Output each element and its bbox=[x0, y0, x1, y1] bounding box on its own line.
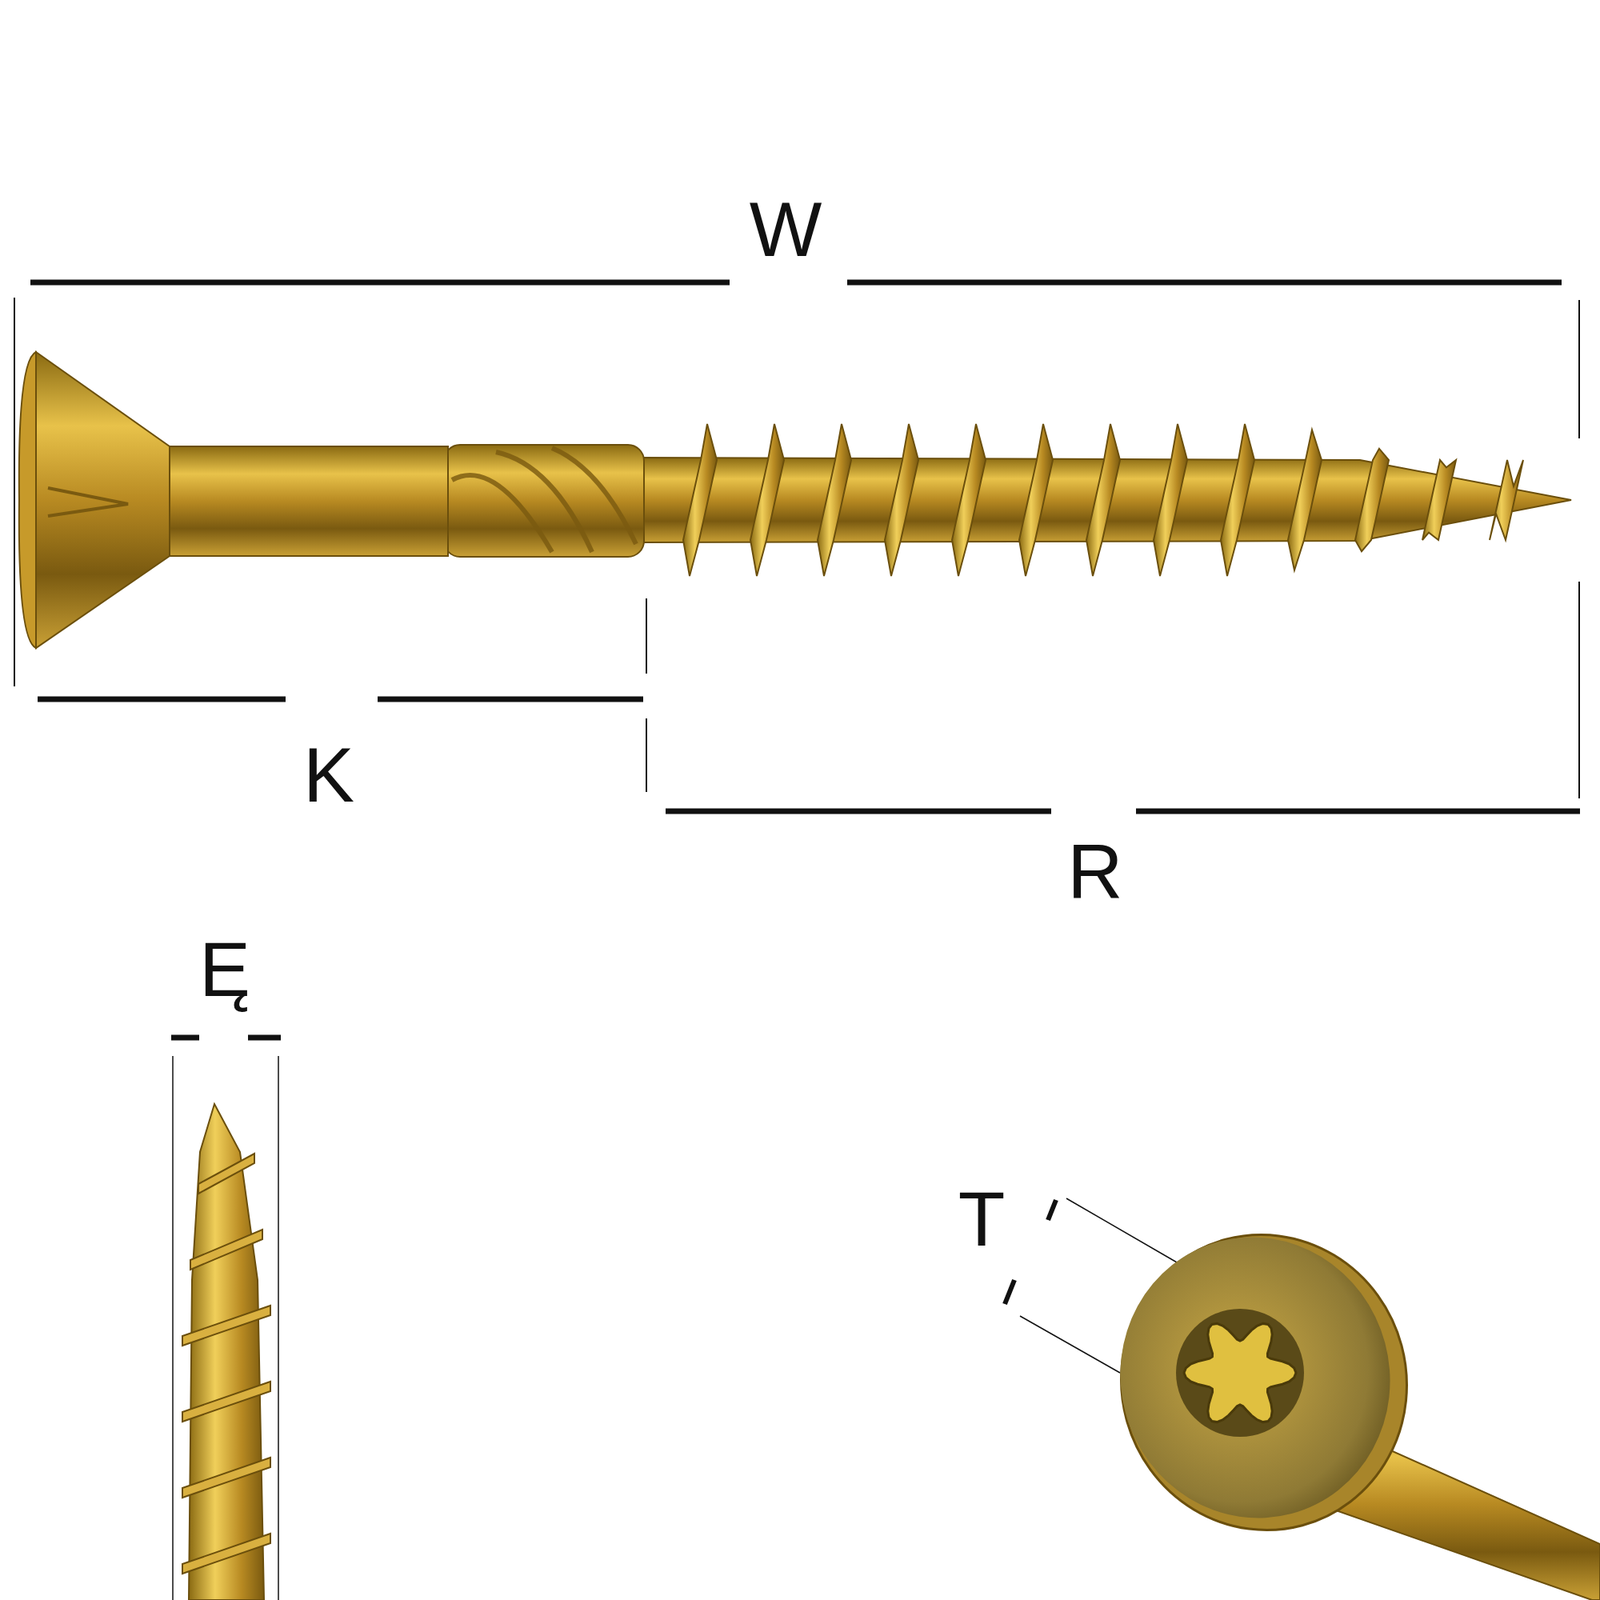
dimension-label: Ę bbox=[199, 927, 251, 1012]
dimension-label: R bbox=[1067, 829, 1123, 915]
screw-head-view bbox=[1088, 1202, 1600, 1600]
dimension-lines bbox=[14, 282, 1580, 1600]
thread-crest bbox=[198, 1153, 255, 1194]
thread-crest bbox=[952, 424, 986, 576]
thread-crest bbox=[1220, 424, 1255, 576]
thread-crest bbox=[182, 1305, 271, 1346]
thread-crest bbox=[1086, 424, 1120, 576]
thread-crest bbox=[1489, 460, 1524, 540]
thread-crest bbox=[1288, 429, 1322, 570]
thread-crest bbox=[750, 424, 784, 576]
dimension-label: W bbox=[749, 187, 823, 272]
thread-crest bbox=[683, 424, 717, 576]
dimension-label: T bbox=[958, 1176, 1006, 1262]
thread-crest bbox=[884, 424, 919, 576]
thread-crest bbox=[190, 1229, 263, 1270]
thread-crest bbox=[182, 1457, 271, 1498]
screw-side-view bbox=[19, 352, 1572, 648]
thread-crest bbox=[1019, 424, 1053, 576]
thread-crest bbox=[182, 1533, 271, 1574]
thread-crest bbox=[1422, 460, 1456, 540]
thread-crest bbox=[1355, 448, 1389, 552]
dimension-label: K bbox=[303, 732, 355, 818]
thread-crest bbox=[817, 424, 852, 576]
thread-crest bbox=[182, 1381, 271, 1422]
screw-tip-view bbox=[182, 1104, 271, 1600]
thread-crest bbox=[1153, 424, 1188, 576]
